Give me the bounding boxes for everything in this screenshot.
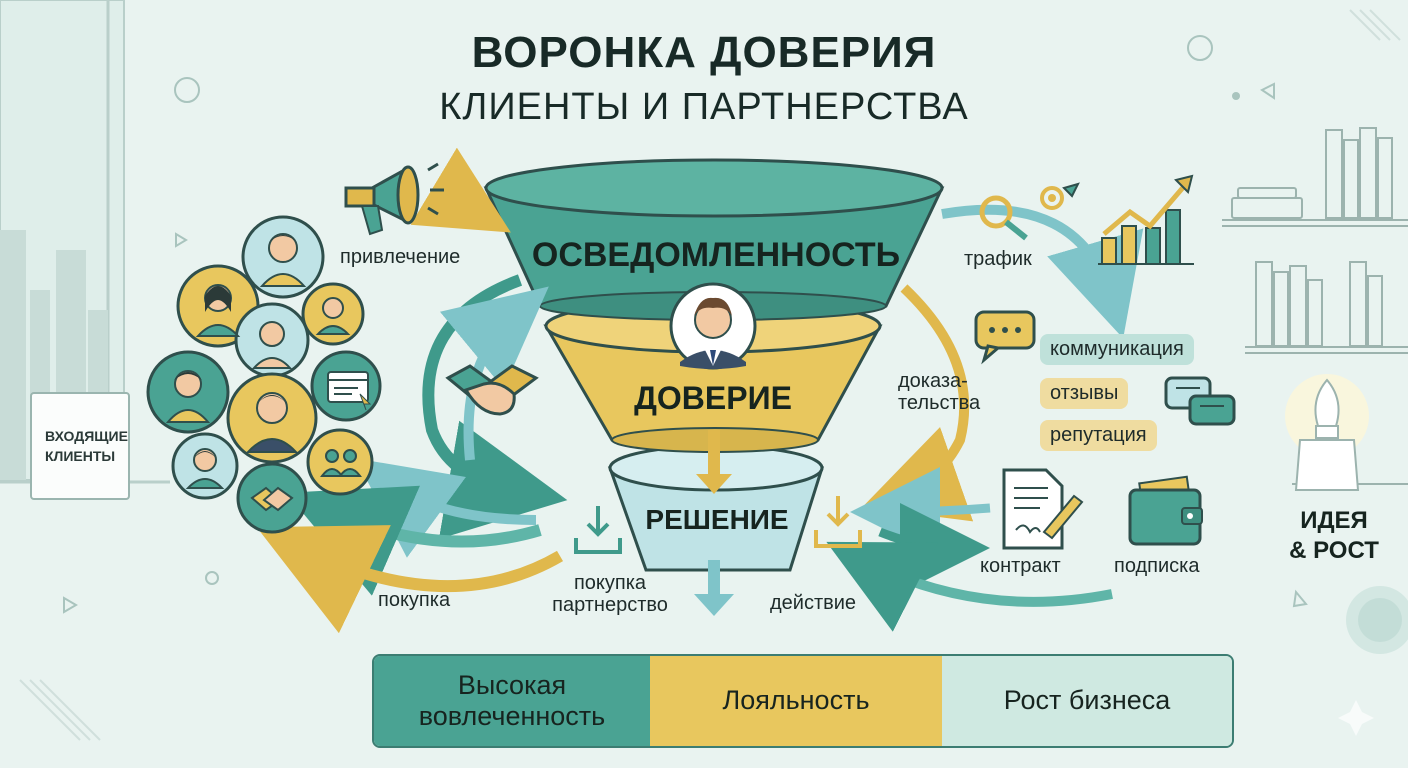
magnifier-icon bbox=[979, 182, 1080, 241]
label-action: действие bbox=[770, 592, 857, 614]
funnel-level-awareness bbox=[483, 158, 945, 321]
outcome-bar: Высокая вовлеченность Лояльность Рост би… bbox=[372, 654, 1234, 748]
tag-reviews: отзывы bbox=[1040, 378, 1129, 409]
outcome-business-growth-text: Рост бизнеса bbox=[1003, 685, 1171, 716]
person-avatar-icon bbox=[669, 282, 757, 370]
bar-chart-icon bbox=[1098, 174, 1194, 265]
sign-text: ВХОДЯЩИЕ КЛИЕНТЫ bbox=[45, 427, 128, 464]
contract-icon bbox=[1002, 468, 1084, 550]
label-subscription: подписка bbox=[1114, 555, 1200, 577]
outcome-business-growth: Рост бизнеса bbox=[942, 656, 1232, 746]
label-proofs: доказа- тельства bbox=[898, 370, 981, 414]
page-subtitle: КЛИЕНТЫ И ПАРТНЕРСТВА bbox=[439, 86, 969, 128]
small-handshake-icon bbox=[250, 486, 294, 512]
wallet-icon bbox=[1128, 475, 1203, 546]
download-icon bbox=[574, 506, 622, 554]
idea-growth-label: ИДЕЯ & РОСТ bbox=[1289, 507, 1379, 564]
label-contract: контракт bbox=[980, 555, 1061, 577]
outcome-high-engagement-text: Высокая вовлеченность bbox=[418, 669, 606, 731]
funnel-label-decision: РЕШЕНИЕ bbox=[645, 504, 789, 535]
download-icon bbox=[814, 496, 862, 548]
label-purchase-partnership: покупка партнерство bbox=[552, 572, 668, 616]
label-traffic: трафик bbox=[964, 248, 1032, 270]
outcome-loyalty: Лояльность bbox=[650, 656, 942, 746]
outcome-high-engagement: Высокая вовлеченность bbox=[374, 656, 650, 746]
label-purchase: покупка bbox=[378, 589, 451, 611]
tag-reputation: репутация bbox=[1040, 420, 1157, 451]
chat-bubble-icon bbox=[1164, 376, 1236, 426]
handshake-icon bbox=[445, 364, 539, 416]
browser-icon bbox=[327, 371, 372, 411]
group-icon bbox=[320, 449, 362, 477]
chat-bubble-icon bbox=[974, 310, 1036, 365]
label-attraction: привлечение bbox=[340, 246, 461, 268]
funnel-label-awareness: ОСВЕДОМЛЕННОСТЬ bbox=[531, 236, 901, 274]
megaphone-icon bbox=[344, 162, 444, 236]
page-title: ВОРОНКА ДОВЕРИЯ bbox=[471, 28, 937, 77]
incoming-clients-sign: ВХОДЯЩИЕ КЛИЕНТЫ bbox=[30, 392, 130, 500]
lamp-icon bbox=[1285, 374, 1369, 491]
funnel-label-trust: ДОВЕРИЕ bbox=[634, 380, 792, 416]
tag-communication: коммуникация bbox=[1040, 334, 1194, 365]
outcome-loyalty-text: Лояльность bbox=[722, 685, 870, 716]
